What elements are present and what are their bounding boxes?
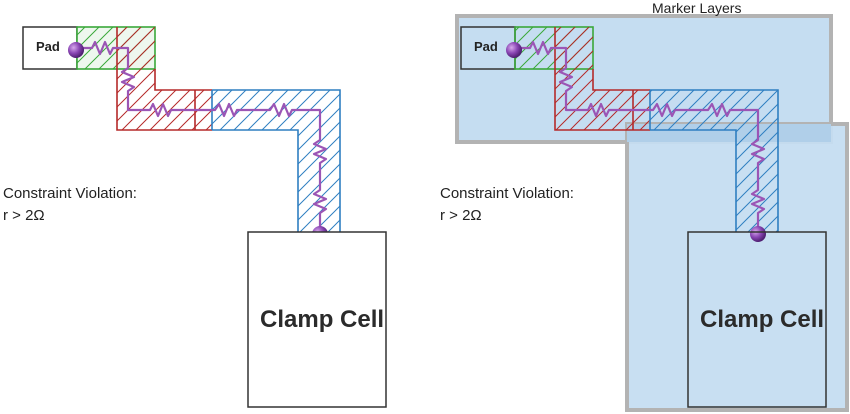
blue-wire-segment bbox=[211, 89, 341, 232]
pad-label-right: Pad bbox=[474, 39, 498, 54]
violation-text-line1: Constraint Violation: bbox=[3, 185, 137, 202]
pad-node-icon-right bbox=[506, 42, 522, 58]
blue-wire-segment-right bbox=[649, 89, 779, 232]
marker-layers-label: Marker Layers bbox=[652, 0, 742, 16]
violation-text-line2: r > 2Ω bbox=[3, 207, 45, 224]
violation-text-line1-right: Constraint Violation: bbox=[440, 185, 574, 202]
pad-node-icon bbox=[68, 42, 84, 58]
red-wire-segment-right bbox=[554, 27, 650, 131]
red-wire-segment bbox=[116, 27, 212, 131]
clamp-cell-box-right bbox=[687, 231, 827, 408]
cell-node-icon-right bbox=[750, 226, 766, 242]
left-panel bbox=[22, 26, 387, 408]
resistor-chain-right bbox=[515, 40, 766, 232]
right-panel bbox=[455, 14, 849, 412]
pad-box bbox=[22, 26, 78, 70]
resistor-chain bbox=[77, 40, 328, 232]
clamp-cell-label: Clamp Cell bbox=[260, 306, 385, 333]
violation-text-line2-right: r > 2Ω bbox=[440, 207, 482, 224]
clamp-cell-box bbox=[247, 231, 387, 408]
clamp-cell-label-right: Clamp Cell bbox=[700, 306, 825, 333]
pad-label: Pad bbox=[36, 39, 60, 54]
